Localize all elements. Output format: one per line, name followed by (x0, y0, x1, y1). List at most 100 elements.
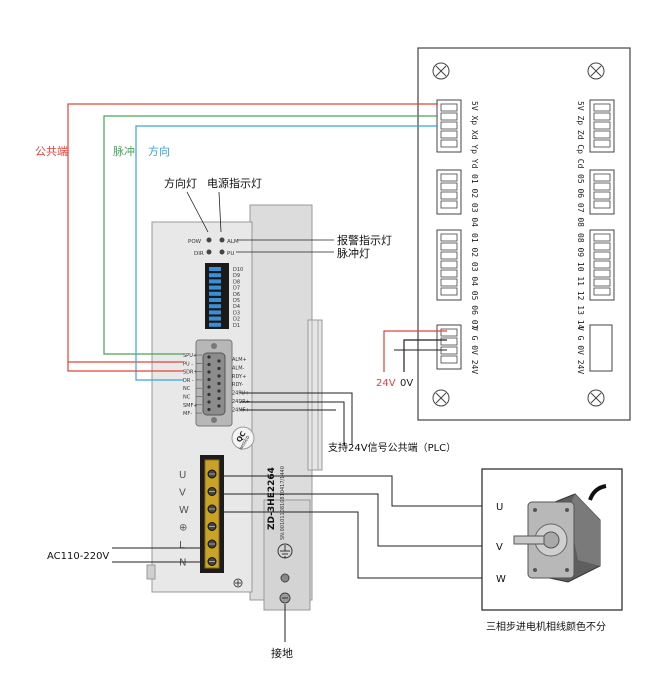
dip-key[interactable] (209, 273, 221, 278)
signal-label: NC (183, 395, 191, 401)
board-label: 01 02 03 04 05 06 07 (470, 233, 479, 330)
dip-key[interactable] (209, 267, 221, 271)
terminal-label: ⊕ (179, 523, 187, 534)
dip-key[interactable] (209, 322, 221, 327)
terminal-label: L (179, 540, 185, 551)
v0-label: 0V (400, 378, 413, 389)
signal-label: SMF+ (183, 403, 198, 409)
signal-label: RDY- (232, 382, 244, 388)
terminal-block (436, 229, 462, 301)
terminal-block (589, 324, 613, 372)
direction-led-icon (206, 249, 212, 255)
motor-w-label: W (496, 574, 506, 585)
dip-label: D10 (233, 267, 243, 273)
db-pin (207, 407, 211, 412)
dip-key[interactable] (209, 316, 221, 321)
stepper-motor: U V W (481, 468, 623, 611)
terminal-block (436, 99, 462, 153)
signal-label: MF- (183, 411, 192, 417)
plc-wires (240, 392, 353, 445)
dip-label: D2 (233, 317, 240, 323)
db-pin (207, 385, 211, 389)
dip-label: D8 (233, 279, 240, 285)
motor-wires (224, 475, 488, 579)
terminal-block (589, 99, 615, 153)
screw-icon (432, 62, 450, 80)
qc-sticker (231, 426, 255, 450)
db-pin (217, 366, 221, 371)
signal-label: ALM+ (232, 357, 247, 363)
alarm-led-icon (219, 237, 225, 243)
signal-label: 24PU+ (232, 391, 249, 397)
terminal-block (589, 229, 615, 301)
direction-lamp-label: 方向灯 (164, 176, 197, 190)
dip-label: D1 (233, 323, 240, 329)
led-label-pu: PU (227, 251, 234, 257)
board-label: 01 02 03 04 (470, 174, 479, 227)
signal-label: PU - (183, 361, 193, 367)
db-pin (207, 377, 211, 382)
ground-icon (277, 543, 293, 559)
v24-label: 24V (376, 378, 396, 389)
signal-label: RDY+ (232, 374, 246, 380)
board-label: 08 09 10 11 12 13 14 (576, 233, 585, 330)
terminal-block (589, 169, 615, 215)
ac-wires (112, 547, 205, 563)
signal-label: SPU+ (183, 353, 197, 359)
screw-icon (587, 389, 605, 407)
dip-key[interactable] (209, 304, 221, 309)
pulse-label: 脉冲 (113, 144, 135, 158)
led-label-dir: DIR (194, 251, 204, 257)
led-label-pow: POW (188, 239, 202, 245)
db-pin (207, 370, 211, 374)
dip-key[interactable] (209, 291, 221, 296)
db-pin (217, 381, 221, 386)
alarm-lamp-label: 报警指示灯 (337, 233, 392, 247)
signal-label: NC (183, 386, 191, 392)
control-board: 5V Xp Xd Yp Yd 5V Zp Zd Cp Cd 01 02 03 0… (417, 47, 631, 421)
terminal-label: W (179, 505, 189, 516)
pulse-lamp-label: 脉冲灯 (337, 246, 370, 260)
board-label: 5V Xp Xd Yp Yd (470, 101, 479, 169)
direction-label: 方向 (148, 144, 170, 158)
board-label: 05 06 07 08 (576, 174, 585, 227)
board-label: 5V Zp Zd Cp Cd (576, 101, 585, 169)
dip-key[interactable] (209, 298, 221, 302)
dip-key[interactable] (209, 279, 221, 284)
ac-input-label: AC110-220V (47, 551, 109, 562)
signal-label: ALM- (232, 365, 245, 371)
db-pin (207, 392, 211, 397)
ground-icon (233, 578, 243, 588)
screw-icon (432, 389, 450, 407)
screw-icon (211, 343, 217, 349)
power-lamp-label: 电源指示灯 (207, 176, 262, 190)
power-wires-24v (383, 330, 447, 372)
motor-note: 三相步进电机相线颜色不分 (486, 620, 606, 633)
db-pin (217, 359, 221, 363)
db-pin (207, 400, 211, 404)
signal-wires (67, 103, 438, 381)
dip-label: D4 (233, 304, 240, 310)
terminal-label: V (179, 488, 186, 499)
board-label: V G 0V 24V (576, 326, 585, 374)
db-pin (217, 396, 221, 401)
leader-lines (186, 191, 334, 253)
db-pin (207, 362, 211, 367)
dip-key[interactable] (209, 285, 221, 290)
screw-icon (211, 417, 217, 423)
terminal-label: U (179, 470, 186, 481)
dip-key[interactable] (209, 310, 221, 315)
dip-label: D5 (233, 298, 240, 304)
common-terminal-label: 公共端 (35, 145, 68, 158)
terminal-label: N (179, 558, 186, 569)
ground-label: 接地 (271, 647, 293, 660)
plc-label: 支持24V信号公共端（PLC） (328, 441, 456, 454)
signal-label: DR - (183, 378, 194, 384)
motor-u-label: U (496, 502, 503, 513)
power-led-icon (206, 237, 212, 243)
dip-label: D3 (233, 310, 240, 316)
db-pin (217, 389, 221, 393)
dip-label: D9 (233, 273, 240, 279)
motor-v-label: V (496, 542, 503, 553)
